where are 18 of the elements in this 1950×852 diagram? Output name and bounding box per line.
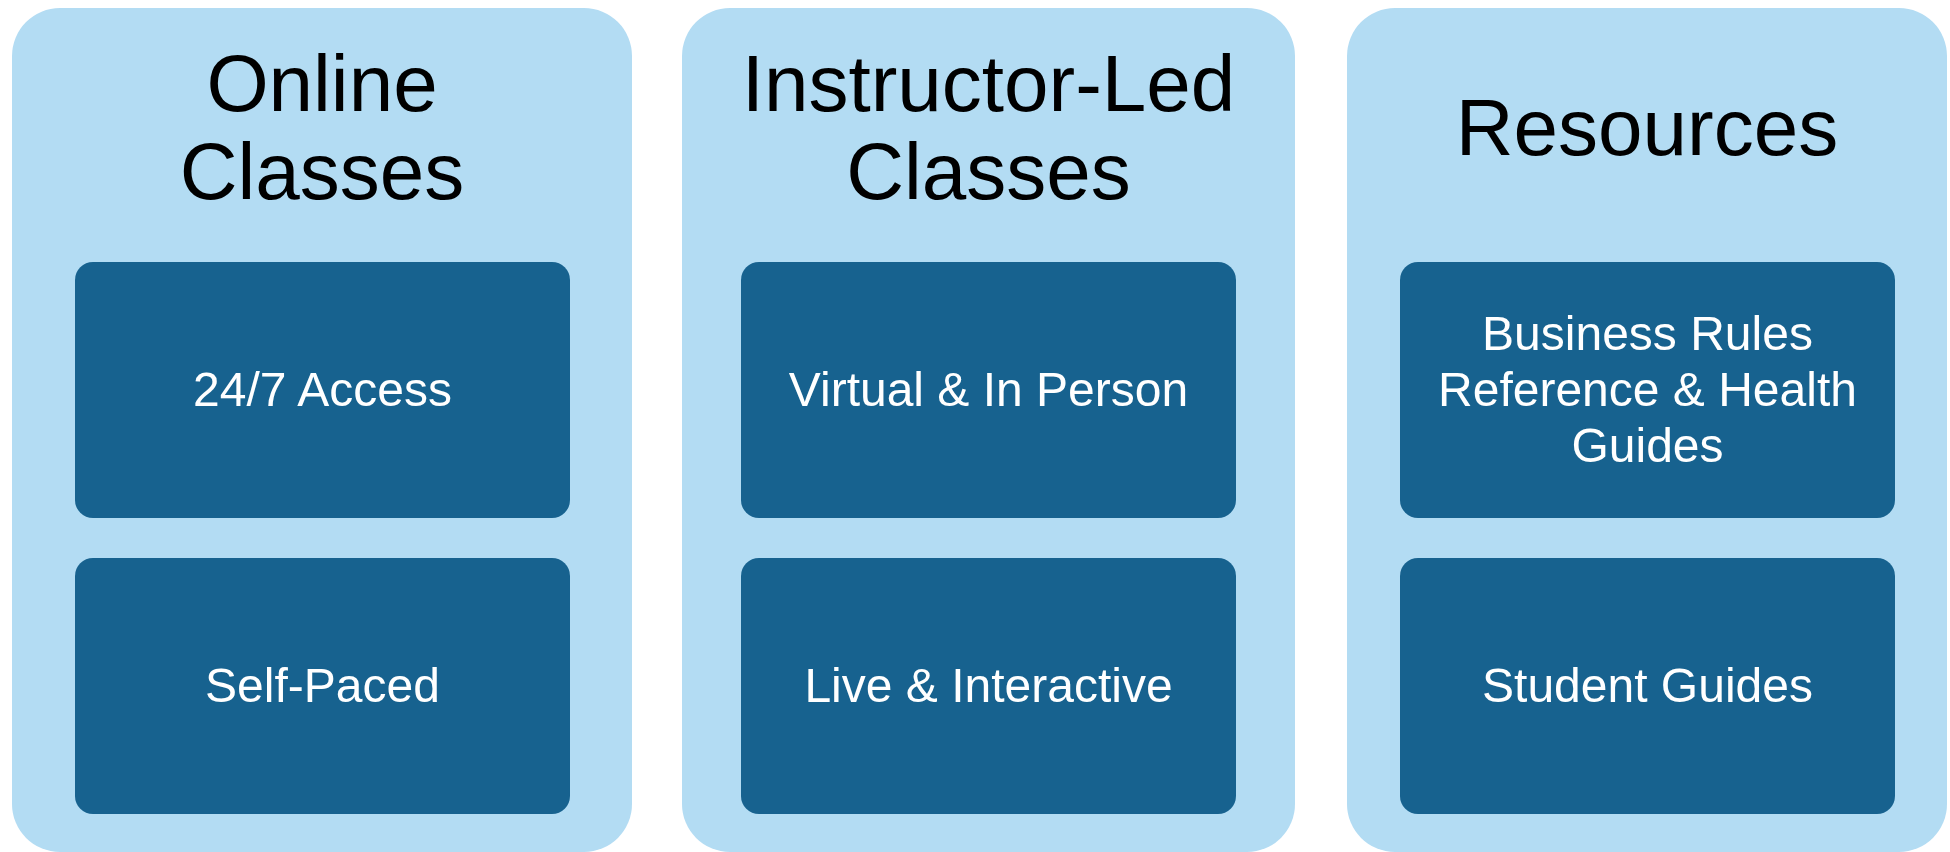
feature-text: Business Rules Reference & Health Guides	[1437, 306, 1858, 474]
feature-text: Self-Paced	[205, 658, 440, 714]
feature-box	[75, 262, 570, 518]
feature-text: 24/7 Access	[193, 362, 452, 418]
feature-box	[741, 262, 1236, 518]
feature-box	[1400, 262, 1895, 518]
feature-text: Live & Interactive	[804, 658, 1173, 714]
feature-text: Virtual & In Person	[788, 362, 1189, 418]
panel-title: Online Classes	[178, 40, 466, 216]
category-panel	[12, 8, 632, 852]
feature-box	[1400, 558, 1895, 814]
feature-box	[75, 558, 570, 814]
panel-title: Instructor-Led Classes	[740, 40, 1237, 216]
feature-text: Student Guides	[1482, 658, 1813, 714]
category-panel	[682, 8, 1295, 852]
panel-title: Resources	[1455, 84, 1839, 172]
category-panel	[1347, 8, 1947, 852]
feature-box	[741, 558, 1236, 814]
